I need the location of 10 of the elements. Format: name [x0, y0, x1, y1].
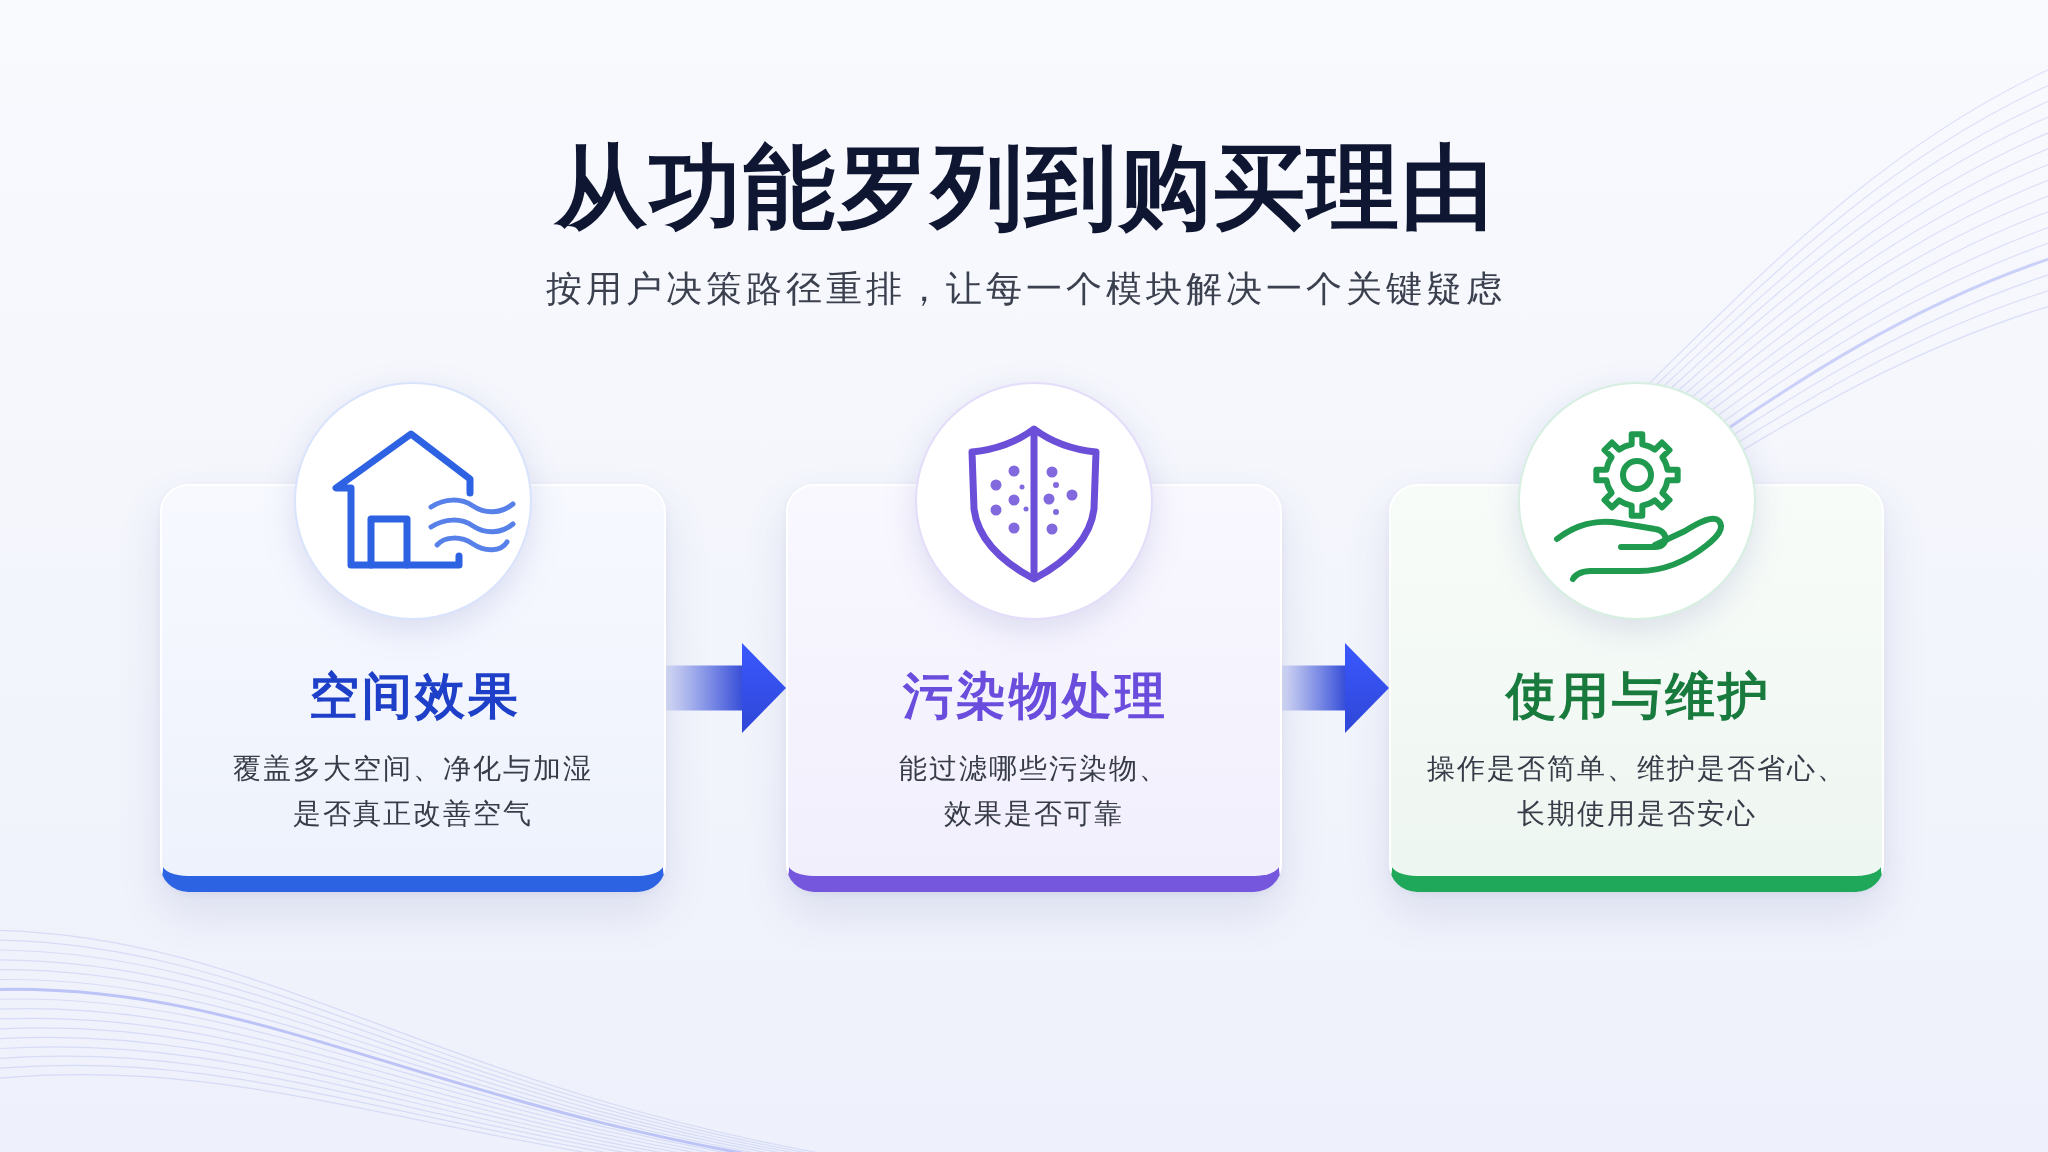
arrow	[666, 643, 786, 733]
card-title: 污染物处理	[902, 666, 1168, 726]
arrow	[1282, 643, 1389, 733]
card-title: 空间效果	[307, 666, 521, 726]
card-description: 操作是否简单、维护是否省心、长期使用是否安心	[1425, 751, 1848, 832]
card-description: 覆盖多大空间、净化与加湿是否真正改善空气	[232, 751, 594, 832]
subtitle: 按用户决策路径重排，让每一个模块解决一个关键疑虑	[545, 267, 1506, 311]
card-description: 能过滤哪些污染物、效果是否可靠	[898, 751, 1170, 832]
title: 从功能罗列到购买理由	[553, 133, 1495, 243]
card-title: 使用与维护	[1504, 666, 1771, 726]
